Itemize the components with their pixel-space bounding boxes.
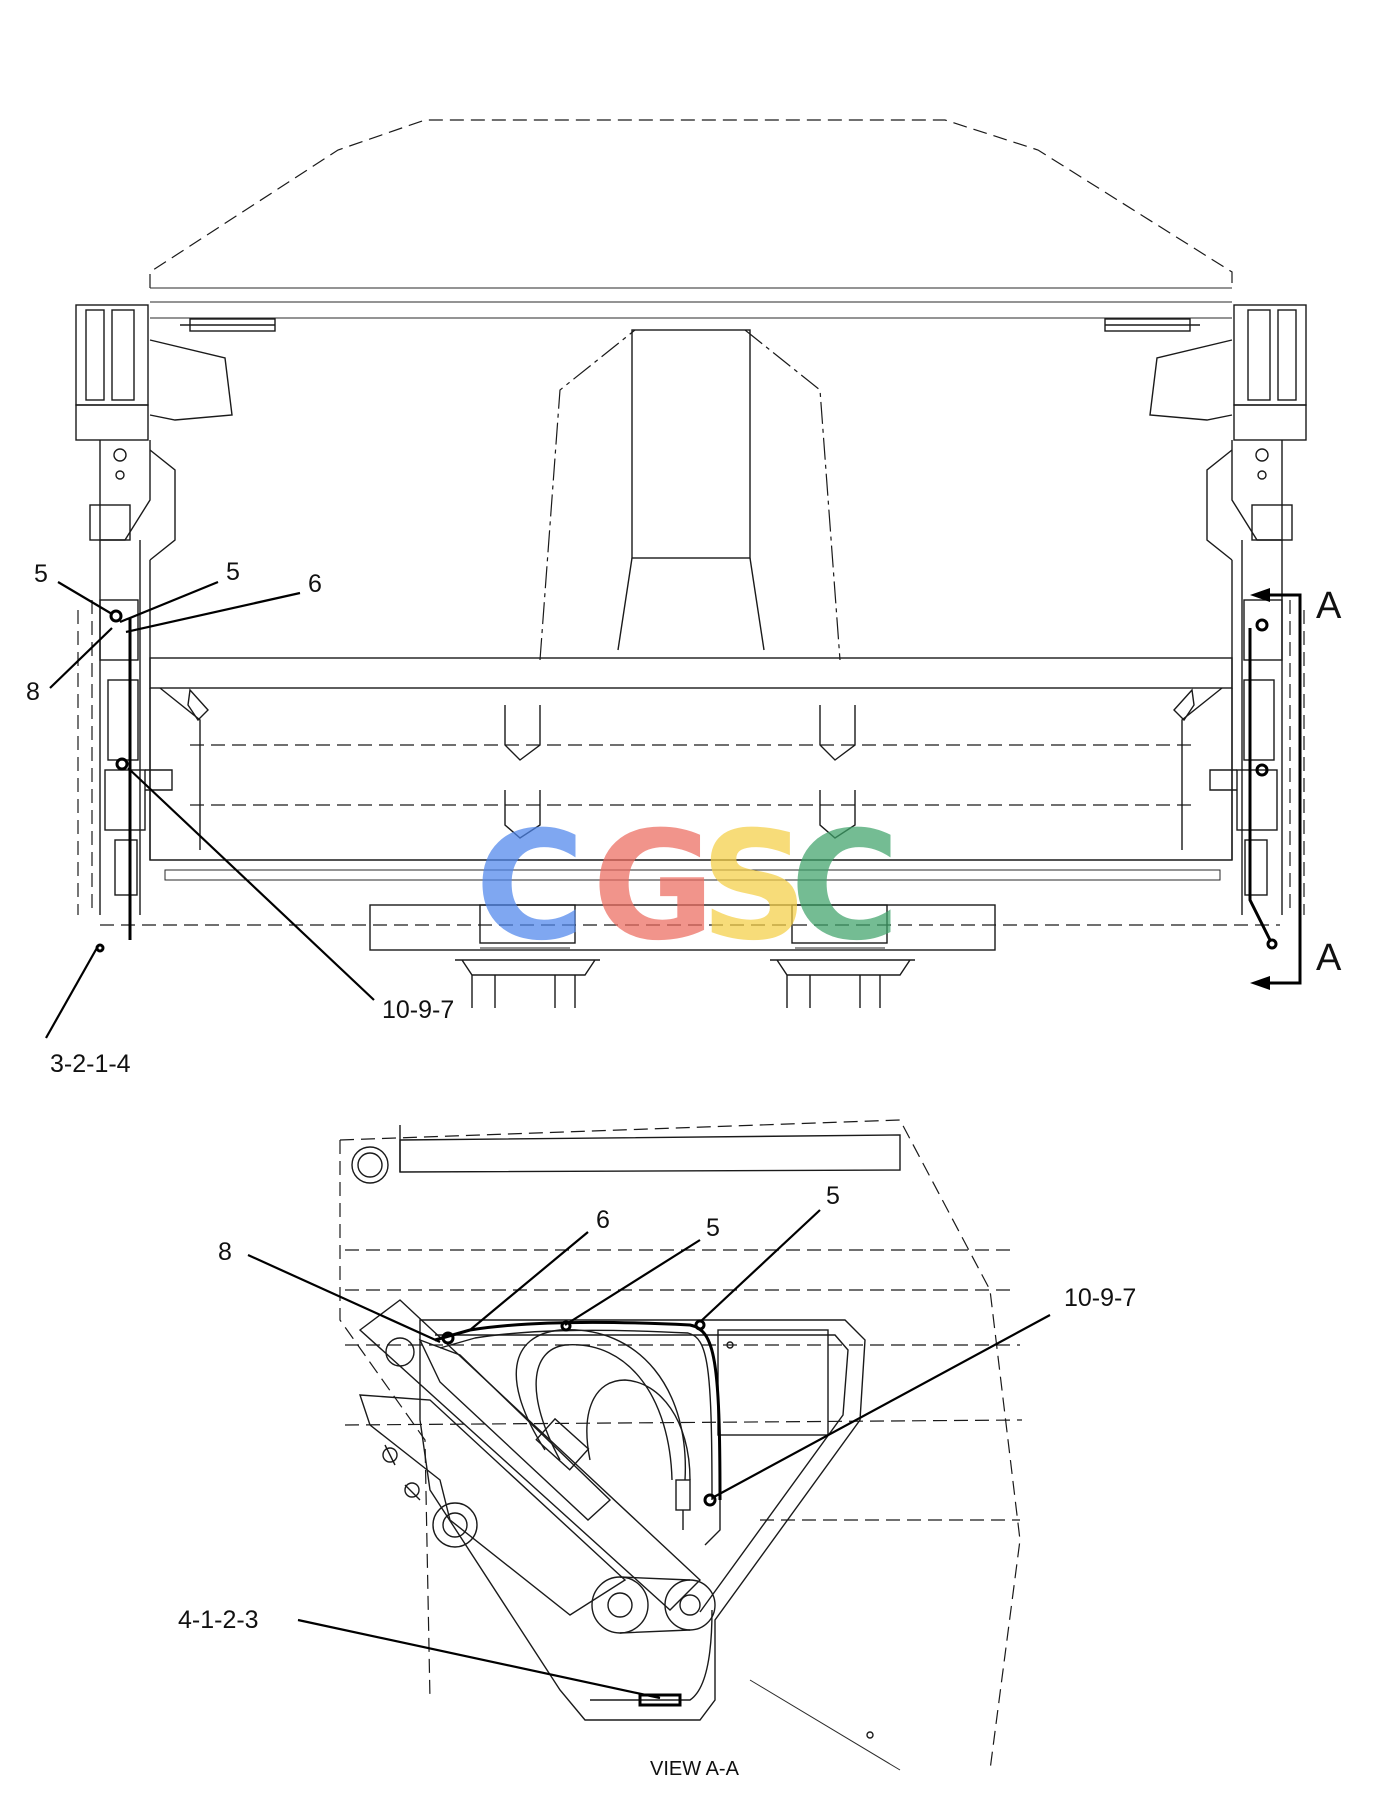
- section-callout-labels: 6 5 5 8 10-9-7 4-1-2-3: [178, 1182, 1136, 1634]
- callout-top-5-right: 5: [226, 558, 240, 586]
- callout-top-3-2-1-4: 3-2-1-4: [50, 1050, 131, 1078]
- callout-top-5-left: 5: [34, 560, 48, 588]
- top-leader-lines: [45, 580, 375, 1039]
- section-label-bottom: A: [1316, 937, 1342, 979]
- left-bottom-support: [455, 904, 600, 1008]
- left-upper-hinge: [75, 304, 176, 561]
- section-cut-marker-a: A A: [1250, 585, 1342, 990]
- section-view-a-a: [339, 1119, 1023, 1771]
- callout-top-6: 6: [308, 570, 322, 598]
- watermark-letter-c1: C: [475, 800, 585, 974]
- section-label-top: A: [1316, 585, 1342, 627]
- right-bottom-support: [770, 904, 915, 1008]
- callout-section-5-right: 5: [826, 1182, 840, 1210]
- callout-top-10-9-7: 10-9-7: [382, 996, 454, 1024]
- view-a-a-label: VIEW A-A: [650, 1758, 740, 1780]
- callout-section-6: 6: [596, 1206, 610, 1234]
- callout-section-10-9-7: 10-9-7: [1064, 1284, 1136, 1312]
- top-callout-labels: 5 5 6 8 10-9-7 3-2-1-4: [26, 558, 454, 1078]
- right-upper-hinge: [1206, 304, 1307, 561]
- top-assembly-view: [75, 119, 1307, 1008]
- callout-section-5-left: 5: [706, 1214, 720, 1242]
- cgsc-watermark-logo: C G S C: [475, 800, 900, 974]
- section-leader-lines: [247, 1209, 1051, 1700]
- watermark-letter-c2: C: [790, 800, 900, 974]
- callout-top-8: 8: [26, 678, 40, 706]
- callout-section-8: 8: [218, 1238, 232, 1266]
- callout-section-4-1-2-3: 4-1-2-3: [178, 1606, 259, 1634]
- watermark-letter-g: G: [592, 800, 715, 974]
- watermark-letter-s: S: [700, 800, 808, 974]
